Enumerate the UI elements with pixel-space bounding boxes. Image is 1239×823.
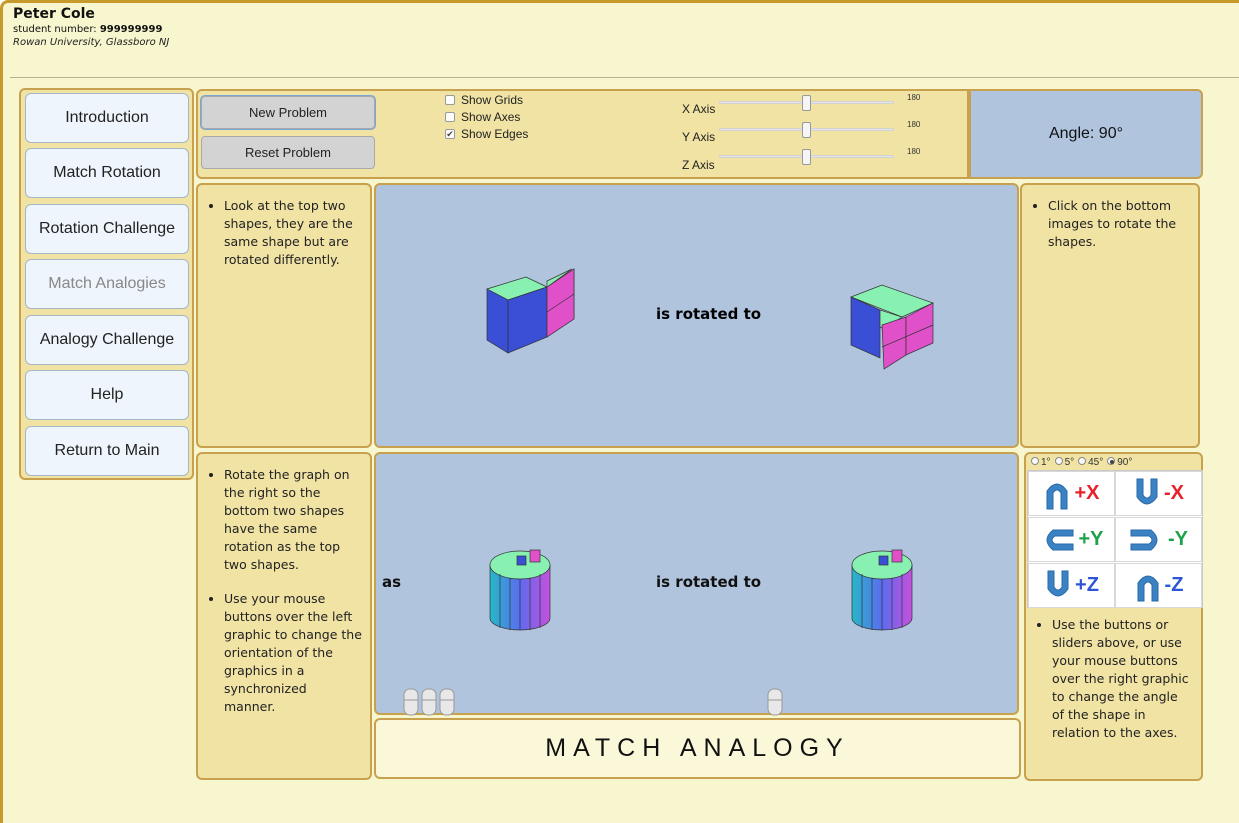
header-divider [10,77,1239,78]
student-number-row: student number: 999999999 [13,24,1233,35]
rotation-controls-panel: 1° 5° 45° 90° +X -X +Y -Y [1024,452,1203,781]
nav-return-to-main-button[interactable]: Return to Main [25,426,189,476]
show-grids-checkbox[interactable] [445,95,455,105]
minus-y-label: -Y [1168,528,1188,550]
bottom-right-shape[interactable] [851,549,913,631]
nav-analogy-challenge-button[interactable]: Analogy Challenge [25,315,189,365]
arc-down-arrow-icon [1136,478,1158,504]
nav-rotation-challenge-button[interactable]: Rotation Challenge [25,204,189,254]
x-axis-max-label: 180 [907,93,921,102]
instructions-top: Look at the top two shapes, they are the… [196,183,372,448]
rotate-minus-y-button[interactable]: -Y [1115,517,1202,562]
controls-panel: New Problem Reset Problem Show Grids Sho… [196,89,969,179]
instruction-click-images: Click on the bottom images to rotate the… [1048,197,1190,251]
show-grids-label: Show Grids [461,93,524,107]
plus-z-label: +Z [1075,574,1099,596]
top-left-shape[interactable] [486,268,575,354]
as-label: as [382,573,401,591]
x-axis-label: X Axis [682,102,716,116]
show-axes-checkbox-row[interactable]: Show Axes [445,110,520,124]
y-axis-max-label: 180 [907,120,921,129]
twist-down-arrow-icon [1047,570,1069,596]
rotate-minus-x-button[interactable]: -X [1115,471,1202,516]
step-45-option[interactable]: 45° [1078,456,1103,468]
nav-help-button[interactable]: Help [25,370,189,420]
rotate-plus-z-button[interactable]: +Z [1028,563,1115,608]
instruction-rotate-graph: Rotate the graph on the right so the bot… [224,466,362,574]
top-shapes-view: is rotated to [374,183,1019,448]
show-edges-checkbox[interactable]: ✔ [445,129,455,139]
arc-left-arrow-icon [1046,529,1074,550]
minus-x-label: -X [1164,482,1184,504]
y-axis-slider-thumb[interactable] [802,122,811,138]
three-mouse-buttons-icon [403,688,455,716]
show-edges-checkbox-row[interactable]: ✔ Show Edges [445,127,528,141]
bottom-shapes-view: as is rotated to [374,452,1019,716]
rotation-instructions: Use the buttons or sliders above, or use… [1026,612,1201,762]
angle-readout: Angle: 90° [1048,125,1123,142]
instruction-buttons-sliders: Use the buttons or sliders above, or use… [1052,616,1193,742]
reset-problem-button[interactable]: Reset Problem [201,136,375,169]
show-edges-label: Show Edges [461,127,529,141]
step-1-option[interactable]: 1° [1031,456,1051,468]
rotate-plus-y-button[interactable]: +Y [1028,517,1115,562]
z-axis-label: Z Axis [682,158,715,172]
y-axis-label: Y Axis [682,130,716,144]
arc-right-arrow-icon [1130,529,1158,550]
x-axis-slider-thumb[interactable] [802,95,811,111]
bottom-shapes-canvas: as is rotated to [382,549,913,716]
instructions-right: Click on the bottom images to rotate the… [1020,183,1200,448]
step-5-option[interactable]: 5° [1054,456,1074,468]
student-number-value: 999999999 [99,24,163,35]
nav-introduction-button[interactable]: Introduction [25,93,189,143]
university-name: Rowan University, Glassboro NJ [13,37,170,48]
show-grids-checkbox-row[interactable]: Show Grids [445,93,523,107]
nav-match-analogies-button[interactable]: Match Analogies [25,259,189,309]
show-axes-checkbox[interactable] [445,112,455,122]
plus-y-label: +Y [1078,528,1104,550]
instructions-bottom: Rotate the graph on the right so the bot… [196,452,372,780]
bottom-left-shape[interactable] [489,549,551,631]
rotation-buttons-grid: +X -X +Y -Y +Z -Z [1027,470,1203,608]
page-title: MATCH ANALOGY [545,734,850,762]
new-problem-button[interactable]: New Problem [201,96,375,129]
angle-display: Angle: 90° [969,89,1203,179]
title-banner: MATCH ANALOGY [374,718,1021,779]
step-90-option[interactable]: 90° [1107,456,1132,468]
sidebar-nav: Introduction Match Rotation Rotation Cha… [19,88,194,480]
rotate-minus-z-button[interactable]: -Z [1115,563,1202,608]
student-number-label: student number: [13,24,100,35]
minus-z-label: -Z [1164,574,1184,596]
twist-up-arrow-icon [1137,575,1159,601]
plus-x-label: +X [1074,482,1100,504]
top-rotated-to-label: is rotated to [656,305,761,323]
mouse-button-icon [767,688,783,716]
nav-match-rotation-button[interactable]: Match Rotation [25,148,189,198]
arc-up-arrow-icon [1046,483,1068,509]
top-right-shape[interactable] [850,284,934,370]
z-axis-slider-thumb[interactable] [802,149,811,165]
rotate-plus-x-button[interactable]: +X [1028,471,1115,516]
bottom-rotated-to-label: is rotated to [656,573,761,591]
student-header: Peter Cole student number: 999999999 Row… [13,6,1233,74]
z-axis-max-label: 180 [907,147,921,156]
show-axes-label: Show Axes [461,110,521,124]
top-shapes-canvas: is rotated to [486,268,934,370]
instruction-compare-shapes: Look at the top two shapes, they are the… [224,197,362,269]
step-size-selector: 1° 5° 45° 90° [1031,455,1201,469]
instruction-mouse-sync: Use your mouse buttons over the left gra… [224,590,362,716]
student-name: Peter Cole [13,6,95,22]
